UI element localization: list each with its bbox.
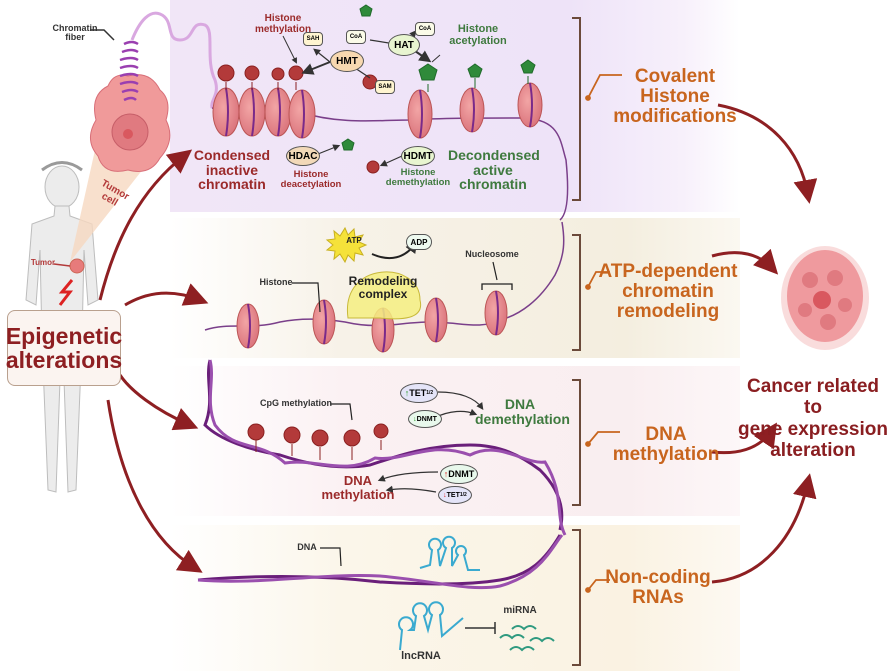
coa-out-cofactor: CoA: [415, 22, 435, 36]
nucleosome-pointer: [492, 261, 498, 281]
adp-badge: ADP: [406, 234, 432, 250]
category-dna-methylation: DNA methylation: [612, 424, 720, 465]
category-pointers: [585, 74, 622, 593]
hair: [41, 161, 83, 172]
tumor-cell: [90, 74, 171, 172]
lightning-icon: [58, 279, 74, 306]
nucleosomes-remodeling-panel: [236, 290, 508, 353]
rna-hairpins-on-dna: [419, 535, 480, 571]
category-covalent-histone-modifications: Covalent Histone modifications: [613, 66, 737, 127]
chromatin-coil: [119, 11, 218, 109]
atp-starburst-icon: [325, 226, 368, 264]
sam-cofactor: SAM: [375, 80, 395, 94]
methyl-marks-cpg: [247, 423, 389, 460]
remodeling-complex-shape: [347, 271, 422, 320]
histone-demethylation-label: Histone demethylation: [385, 167, 451, 188]
dna-helix-methylation: [203, 359, 567, 536]
remodeling-complex-label: Remodeling complex: [348, 274, 418, 301]
methylation-arrows: [377, 391, 484, 493]
condensed-chromatin-label: Condensed inactive chromatin: [193, 147, 271, 193]
cpg-pointer: [330, 403, 353, 421]
tumor-mass-icon: [781, 246, 869, 350]
dna-pointer: [320, 547, 342, 567]
dna-methylation-label: DNA methylation: [321, 473, 395, 502]
hdmt-enzyme: HDMT: [401, 146, 435, 166]
methyl-marks-histone: [217, 64, 380, 174]
tumor-pointer: [53, 263, 71, 267]
nucleosome-bracket: [481, 283, 513, 290]
tumor-dot: [69, 258, 85, 274]
histone-pointer: [292, 282, 321, 313]
dna-label: DNA: [297, 542, 317, 552]
inhibition-line: [465, 622, 496, 634]
chromatin-fiber-label: Chromatin fiber: [52, 23, 98, 43]
lncrna-icon: [398, 601, 464, 651]
hat-enzyme: HAT: [388, 34, 420, 56]
mirna-icon: [499, 625, 555, 652]
nucleosome-label: Nucleosome: [465, 249, 519, 259]
epigenetic-alterations-box: Epigenetic alterations: [6, 310, 122, 386]
lncrna-label: lncRNA: [401, 650, 441, 662]
coa-in-cofactor: CoA: [346, 30, 366, 44]
outcome-label: Cancer related to gene expression altera…: [738, 376, 888, 461]
dnmt-decrease-badge: ↓DNMT: [408, 410, 442, 428]
cpg-methylation-label: CpG methylation: [259, 398, 332, 408]
chromatin-fiber-pointer: [90, 29, 115, 41]
dnmt-increase-badge: ↑DNMT: [440, 464, 478, 484]
category-noncoding-rnas: Non-coding RNAs: [605, 567, 711, 608]
tumor-label: Tumor: [30, 258, 56, 267]
hdac-enzyme: HDAC: [286, 146, 320, 166]
sah-cofactor: SAH: [303, 32, 323, 46]
flow-arrows-left: [98, 149, 209, 573]
mirna-label: miRNA: [503, 605, 537, 616]
noncoding-rna-band: [170, 525, 740, 671]
chromatin-remodeling-band: [170, 218, 740, 358]
tumor-magnify-cone: [70, 150, 158, 262]
dna-helix-noncoding: [197, 534, 564, 590]
histone-label: Histone: [259, 277, 293, 287]
category-brackets: [572, 17, 581, 666]
flow-arrows-right: [711, 103, 818, 584]
dna-demethylation-label: DNA demethylation: [475, 396, 570, 427]
category-atp-dependent-remodeling: ATP-dependent chromatin remodeling: [598, 261, 738, 322]
histone-methylation-label: Histone methylation: [254, 13, 312, 35]
acetyl-marks-histone: [341, 4, 536, 151]
histone-acetylation-label: Histone acetylation: [449, 23, 507, 47]
decondensed-chromatin-label: Decondensed active chromatin: [448, 147, 540, 193]
histone-deacetylation-label: Histone deacetylation: [280, 169, 342, 190]
hmt-enzyme: HMT: [330, 50, 364, 72]
atp-label: ATP: [346, 236, 362, 245]
nucleosomes-histone-panel: [212, 82, 543, 139]
